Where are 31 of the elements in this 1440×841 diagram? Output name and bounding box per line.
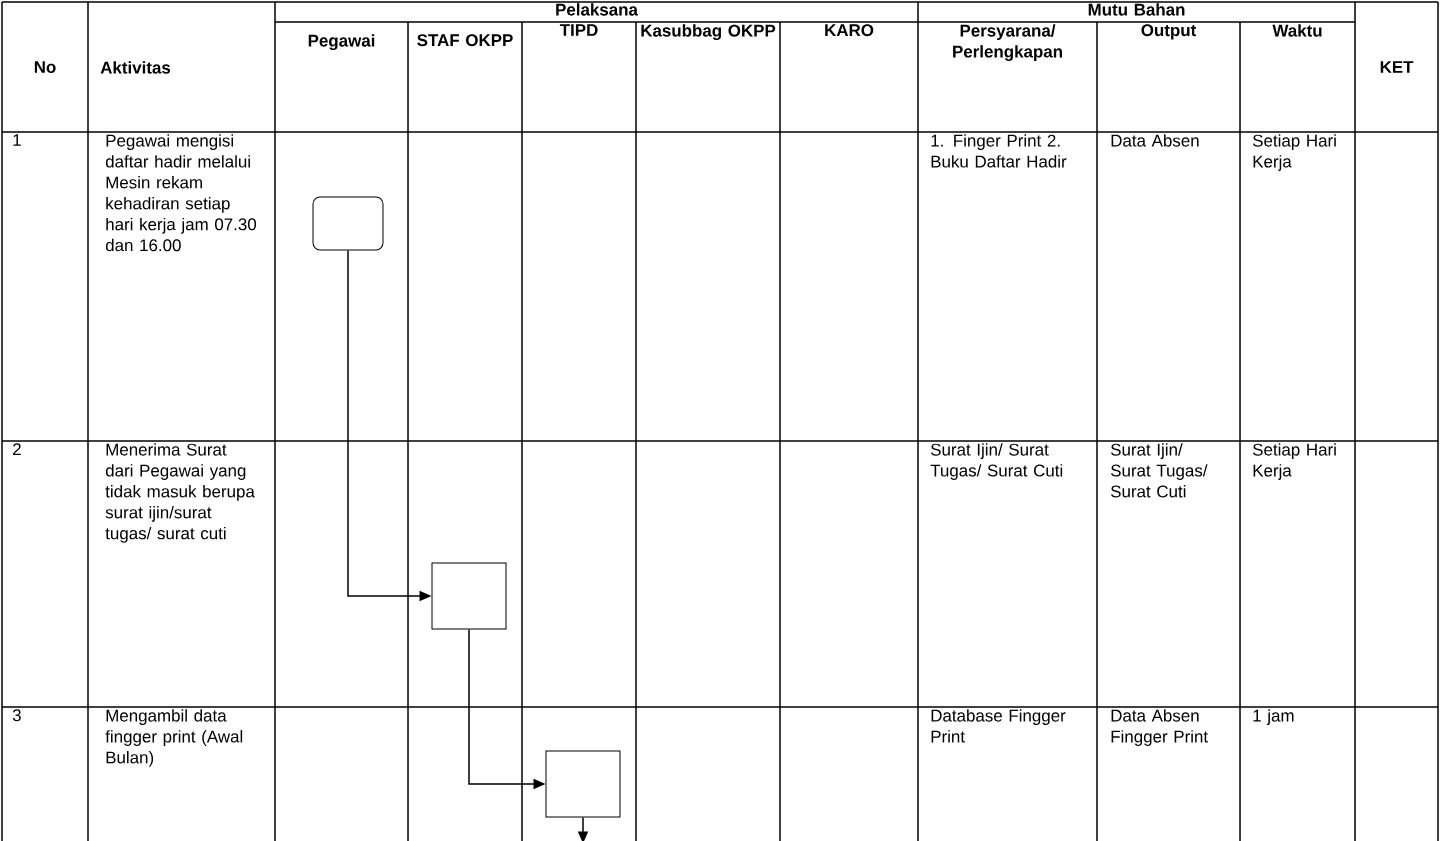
cell-text: Database Fingger Print bbox=[931, 709, 1066, 743]
row-number: 1 bbox=[13, 134, 21, 146]
column-header: KET bbox=[1380, 61, 1414, 73]
cell-text: Surat Ijin/ Surat Tugas/ Surat Cuti bbox=[930, 443, 1063, 480]
group-header: Pelaksana bbox=[556, 3, 639, 16]
column-header: Output bbox=[1141, 24, 1197, 40]
column-header: KARO bbox=[825, 24, 874, 37]
activity-text: Mengambil data fingger print (Awal Bulan) bbox=[105, 709, 243, 767]
column-header: TIPD bbox=[559, 24, 598, 36]
activity-text: Pegawai mengisi daftar hadir melalui Mesin rekam kehadiran setiap hari kerja jam 07.30 dan 16.00 bbox=[105, 134, 257, 252]
row-number: 2 bbox=[13, 443, 21, 456]
column-header: Aktivitas bbox=[100, 61, 171, 74]
column-header: Kasubbag OKPP bbox=[641, 24, 776, 41]
column-header: Pegawai bbox=[308, 34, 375, 51]
cell-text: Data Absen Fingger Print bbox=[1111, 709, 1208, 746]
cell-text: Data Absen bbox=[1111, 134, 1199, 147]
column-header: Waktu bbox=[1272, 24, 1322, 37]
column-header: Persyarana/ Perlengkapan bbox=[953, 24, 1062, 61]
process-box bbox=[431, 562, 507, 630]
cell-text: Setiap Hari Kerja bbox=[1253, 443, 1336, 480]
group-header: Mutu Bahan bbox=[1088, 3, 1185, 16]
cell-text: 1. Finger Print 2. Buku Daftar Hadir bbox=[931, 134, 1067, 168]
cell-text: 1 jam bbox=[1253, 709, 1294, 725]
column-header: STAF OKPP bbox=[417, 34, 513, 47]
column-header: No bbox=[34, 61, 56, 73]
row-number: 3 bbox=[12, 709, 21, 722]
terminal-box bbox=[312, 196, 384, 251]
cell-text: Setiap Hari Kerja bbox=[1253, 134, 1336, 171]
process-box bbox=[545, 750, 621, 818]
activity-text: Menerima Surat dari Pegawai yang tidak masuk berupa surat ijin/surat tugas/ surat cuti bbox=[105, 443, 255, 543]
cell-text: Surat Ijin/ Surat Tugas/ Surat Cuti bbox=[1111, 443, 1208, 498]
